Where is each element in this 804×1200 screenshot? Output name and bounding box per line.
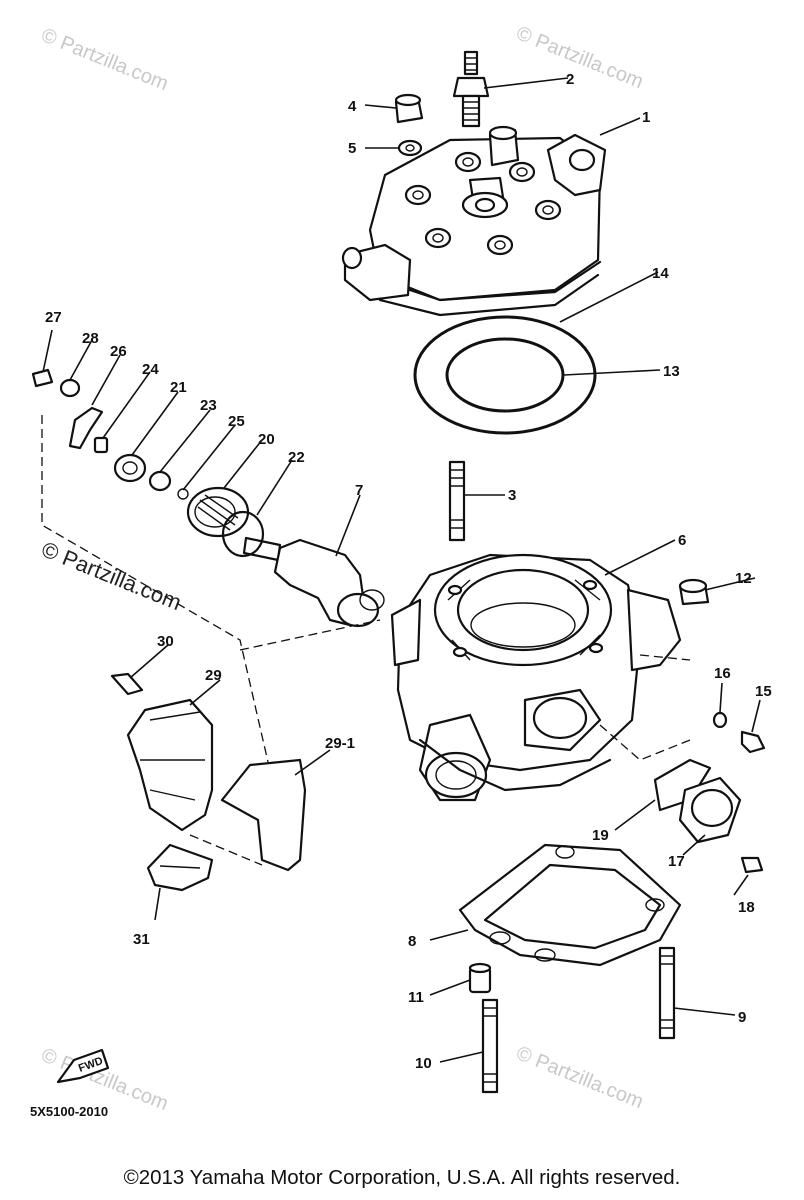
long-stud-parts xyxy=(481,946,676,1094)
callout-8: 8 xyxy=(408,933,416,950)
spark-plug-part xyxy=(452,50,490,128)
callout-29: 29 xyxy=(205,667,222,684)
cylinder-head-part xyxy=(341,125,607,317)
copyright-notice: ©2013 Yamaha Motor Corporation, U.S.A. A… xyxy=(123,1166,681,1189)
bolt-washer-parts xyxy=(712,711,766,754)
housing-gasket-part xyxy=(220,758,307,872)
hex-nut-part xyxy=(678,578,710,606)
watermark-top-left: © Partzilla.com xyxy=(38,24,171,95)
small-o-ring-part xyxy=(221,510,265,558)
callout-24: 24 xyxy=(142,361,159,378)
callout-19: 19 xyxy=(592,827,609,844)
base-gasket-part xyxy=(458,843,682,967)
stud-bolt-part xyxy=(448,460,466,542)
callout-22: 22 xyxy=(288,449,305,466)
callout-25: 25 xyxy=(228,413,245,430)
callout-14: 14 xyxy=(652,265,669,282)
housing-bolt-part xyxy=(110,672,144,696)
joint-and-gasket-parts xyxy=(653,758,742,844)
watermark-middle-left: © Partzilla.com xyxy=(38,536,185,615)
callout-10: 10 xyxy=(415,1055,432,1072)
callout-3: 3 xyxy=(508,487,516,504)
callout-31: 31 xyxy=(133,931,150,948)
valve-cover-part xyxy=(146,843,214,892)
callout-11: 11 xyxy=(408,989,424,1006)
diagram-code: 5X5100-2010 xyxy=(30,1104,108,1119)
washer-part xyxy=(397,139,423,157)
callout-1: 1 xyxy=(642,109,650,126)
callout-9: 9 xyxy=(738,1009,746,1026)
dowel-pin-part xyxy=(468,962,492,994)
callout-27: 27 xyxy=(45,309,62,326)
callout-12: 12 xyxy=(735,570,752,587)
cap-nut-part xyxy=(394,93,424,124)
callout-28: 28 xyxy=(82,330,99,347)
callout-2: 2 xyxy=(566,71,574,88)
small-valve-parts xyxy=(31,368,189,500)
callout-26: 26 xyxy=(110,343,127,360)
callout-18: 18 xyxy=(738,899,755,916)
callout-5: 5 xyxy=(348,140,356,157)
callout-15: 15 xyxy=(755,683,772,700)
leader-lines xyxy=(42,77,761,1063)
power-valve-part xyxy=(242,536,385,628)
callout-23: 23 xyxy=(200,397,217,414)
callout-17: 17 xyxy=(668,853,685,870)
callout-16: 16 xyxy=(714,665,731,682)
forward-arrow-icon: FWD xyxy=(56,1048,110,1084)
callout-30: 30 xyxy=(157,633,174,650)
callout-13: 13 xyxy=(663,363,680,380)
callout-4: 4 xyxy=(348,98,357,115)
cylinder-part xyxy=(390,553,682,802)
callout-7: 7 xyxy=(355,482,363,499)
callout-labels: 1 2 3 4 5 6 7 8 9 10 11 12 13 14 15 16 1… xyxy=(45,71,772,1072)
callout-20: 20 xyxy=(258,431,275,448)
callout-6: 6 xyxy=(678,532,686,549)
valve-housing-part xyxy=(126,698,214,832)
assembly-lines xyxy=(41,415,691,866)
o-ring-part xyxy=(413,315,597,435)
bolt-part xyxy=(740,856,764,874)
callout-29-1: 29-1 xyxy=(325,735,355,752)
watermark-bottom-right: © Partzilla.com xyxy=(513,1042,646,1113)
callout-21: 21 xyxy=(170,379,187,396)
